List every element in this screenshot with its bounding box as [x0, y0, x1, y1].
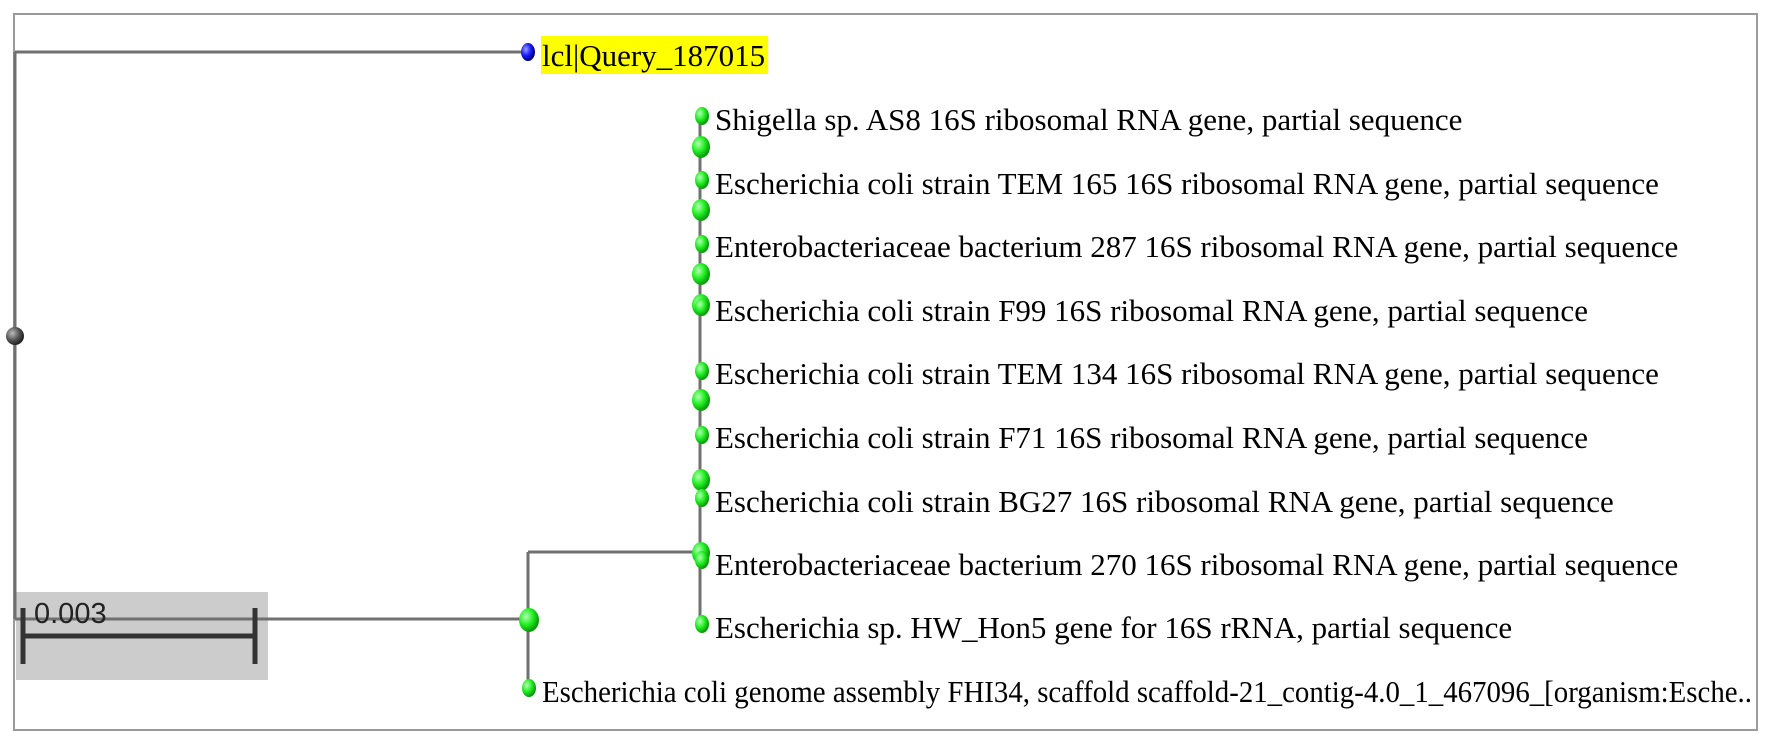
outgroup-label[interactable]: Escherichia coli genome assembly FHI34, … [542, 674, 1752, 709]
leaf-label[interactable]: Escherichia coli strain F99 16S ribosoma… [715, 293, 1588, 328]
leaf-node[interactable] [695, 615, 709, 633]
leaf-node[interactable] [695, 489, 709, 507]
leaf-node[interactable] [695, 107, 709, 125]
internal-node[interactable] [692, 136, 710, 158]
leaf-node[interactable] [695, 426, 709, 444]
internal-node[interactable] [692, 469, 710, 491]
internal-node[interactable] [692, 389, 710, 411]
query-label-highlight [541, 36, 769, 74]
leaf-label[interactable]: Escherichia coli strain BG27 16S ribosom… [715, 484, 1614, 519]
internal-node[interactable] [692, 263, 710, 285]
leaf-node[interactable] [695, 551, 709, 569]
leaf-node[interactable] [695, 362, 709, 380]
scale-bar-label: 0.003 [34, 598, 107, 630]
leaf-label[interactable]: Shigella sp. AS8 16S ribosomal RNA gene,… [715, 102, 1462, 137]
outgroup-node[interactable] [522, 679, 536, 697]
leaf-node[interactable] [695, 171, 709, 189]
leaf-label[interactable]: Escherichia sp. HW_Hon5 gene for 16S rRN… [715, 610, 1512, 645]
leaf-node[interactable] [695, 298, 709, 316]
internal-node[interactable] [692, 199, 710, 221]
root-node[interactable] [6, 327, 24, 345]
leaf-label[interactable]: Escherichia coli strain TEM 165 16S ribo… [715, 166, 1659, 201]
leaf-labels: lcl|Query_187015 Shigella sp. AS8 16S ri… [542, 38, 1752, 709]
leaf-nodes [521, 43, 709, 697]
leaf-label[interactable]: Escherichia coli strain F71 16S ribosoma… [715, 420, 1588, 455]
query-label[interactable]: lcl|Query_187015 [542, 38, 765, 73]
tree-frame-border [13, 13, 1758, 731]
leaf-label[interactable]: Enterobacteriaceae bacterium 270 16S rib… [715, 547, 1678, 582]
scale-bar: 0.003 [20, 598, 258, 664]
leaf-label[interactable]: Enterobacteriaceae bacterium 287 16S rib… [715, 229, 1678, 264]
leaf-label[interactable]: Escherichia coli strain TEM 134 16S ribo… [715, 356, 1659, 391]
inner-node[interactable] [519, 608, 539, 632]
query-node[interactable] [521, 43, 535, 61]
leaf-node[interactable] [695, 235, 709, 253]
